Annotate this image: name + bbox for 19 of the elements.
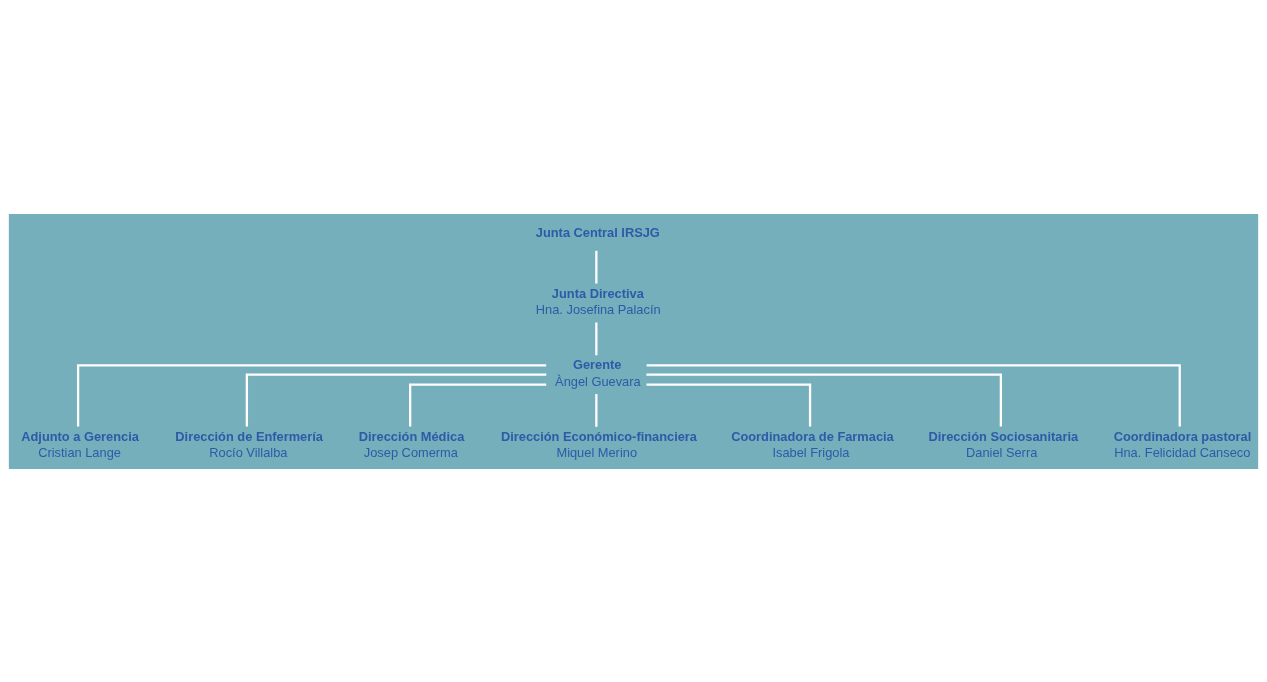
node-text: Coordinadora pastoral Hna. Felicidad Canseco [1113, 428, 1252, 460]
connector [76, 363, 547, 427]
connector [245, 372, 547, 426]
node-text: Junta Central IRSJG [535, 224, 660, 240]
node-text: Junta Directiva Hna. Josefina Palacín [535, 285, 661, 317]
node-text: Gerente Àngel Guevara [555, 356, 641, 389]
connector [646, 363, 1181, 427]
connector [646, 372, 1002, 426]
node-text: Adjunto a Gerencia Cristian Lange [21, 428, 139, 460]
node-text: Dirección de Enfermería Rocío Villalba [175, 428, 323, 460]
connector [409, 382, 547, 427]
connector [595, 322, 598, 355]
node-text: Dirección Económico-financiera Miquel Merino [500, 428, 697, 460]
node-text: Coordinadora de Farmacia Isabel Frigola [731, 428, 894, 460]
connector [595, 250, 598, 284]
node-text: Dirección Médica Josep Comerma [358, 428, 465, 460]
connector [646, 382, 812, 427]
connector [595, 393, 598, 427]
node-text: Dirección Sociosanitaria Daniel Serra [928, 428, 1079, 460]
